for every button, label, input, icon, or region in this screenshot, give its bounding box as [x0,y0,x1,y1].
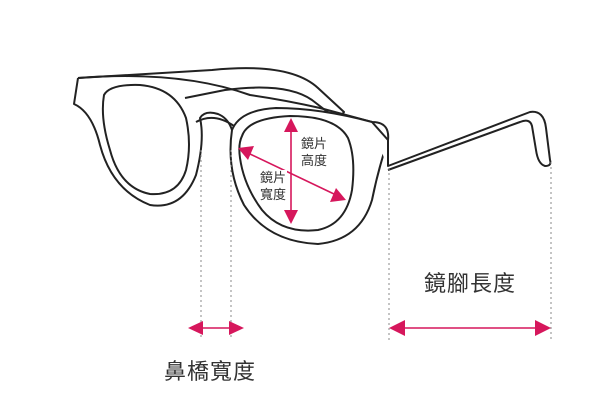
bridge-width-label: 鼻橋寬度 [164,360,257,385]
lens-height-arrowhead-bottom [284,210,298,224]
lens-height-label-line2: 高度 [301,154,328,169]
frame-top-bar [77,75,389,141]
near-temple-arm [371,110,552,171]
lens-width-arrow-line [249,153,335,195]
temple-length-label: 鏡腳長度 [424,272,517,297]
temple-length-arrowhead-right [535,320,551,336]
lens-height-arrowhead-top [284,118,298,132]
left-lens-opening [101,83,190,196]
lens-width-label-line2: 寬度 [260,188,287,203]
bridge-width-arrowhead-right [229,321,244,335]
bridge-width-arrowhead-left [188,321,203,335]
nose-bridge [195,116,235,127]
temple-length-arrowhead-left [389,320,405,336]
far-temple-arm [77,67,345,121]
lens-height-label-line1: 鏡片 [301,137,328,152]
lens-height-label: 鏡片 高度 [300,136,329,170]
left-lens-frame-outer [73,77,233,207]
lens-width-arrowhead-left [238,146,254,160]
lens-width-arrowhead-right [330,188,346,202]
lens-width-label: 鏡片 寬度 [259,170,288,204]
lens-width-label-line1: 鏡片 [260,171,287,186]
